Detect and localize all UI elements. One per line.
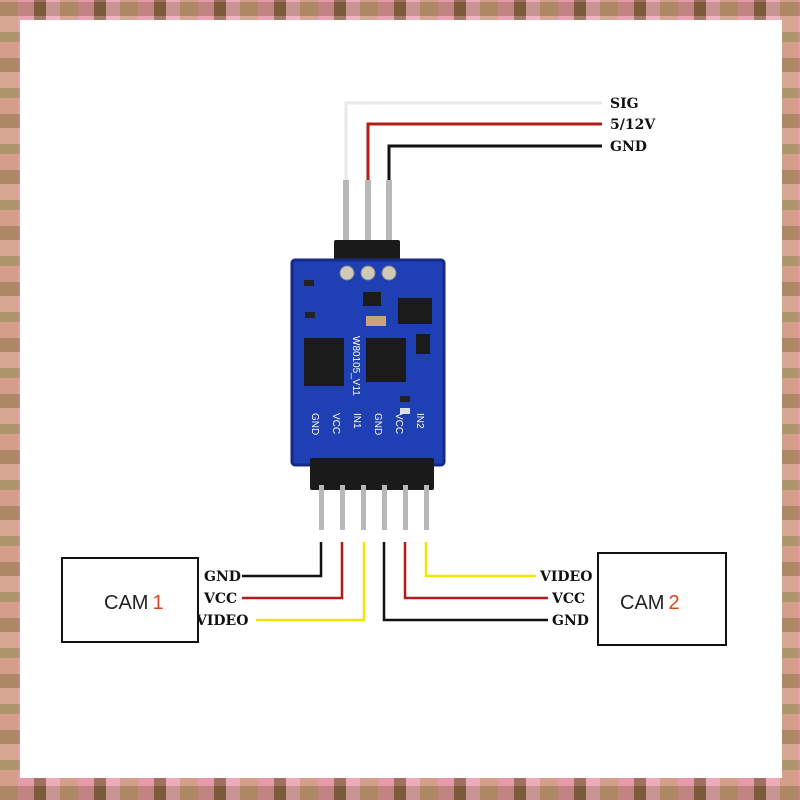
- pin-label-vcc-2: VCC: [393, 413, 404, 434]
- cam2-wires: VIDEO VCC GND: [382, 542, 592, 629]
- sig-label: SIG: [610, 96, 639, 112]
- cam2-video-label: VIDEO: [539, 569, 592, 585]
- pin-label-vcc-1: VCC: [330, 413, 341, 434]
- cam1-video-wire: [256, 542, 366, 622]
- smd-regulator: [398, 298, 432, 324]
- wiring-diagram: SIG 5/12V GND: [61, 96, 727, 646]
- bottom-pin-6: [424, 485, 429, 530]
- bottom-header-block: [310, 458, 434, 490]
- top-gnd-label: GND: [610, 139, 647, 155]
- pin-label-in2: IN2: [414, 413, 425, 429]
- bottom-pin-3: [361, 485, 366, 530]
- cam1-vcc-label: VCC: [203, 591, 237, 607]
- cam1-vcc-wire: [242, 542, 344, 600]
- pin-label-in1: IN1: [351, 413, 362, 429]
- smd-capacitor-2: [416, 334, 430, 354]
- smd-resistor-3: [400, 396, 410, 402]
- module-silk-label: W80105_V11: [350, 336, 361, 396]
- top-pin-1: [343, 180, 349, 250]
- smd-resistor-4: [400, 408, 410, 414]
- solder-pad-1: [339, 265, 355, 281]
- cam2-vcc-wire: [403, 542, 548, 600]
- cam2-gnd-wire: [382, 542, 548, 622]
- power-wire: [366, 122, 602, 180]
- cam2-video-wire: [424, 542, 536, 578]
- sig-wire: [344, 101, 602, 180]
- cam2-number: 2: [668, 592, 679, 614]
- power-label: 5/12V: [610, 117, 656, 133]
- smd-capacitor-1: [366, 316, 386, 326]
- cam2-vcc-label: VCC: [551, 591, 585, 607]
- top-gnd-wire: [387, 144, 602, 180]
- cam1-number: 1: [152, 592, 163, 614]
- pin-label-gnd-2: GND: [372, 413, 383, 435]
- solder-pad-2: [360, 265, 376, 281]
- cam1-gnd-wire: [242, 542, 323, 578]
- bottom-pin-5: [403, 485, 408, 530]
- bottom-pin-header: [310, 458, 434, 530]
- cam2-gnd-label: GND: [552, 613, 589, 629]
- pin-label-gnd-1: GND: [309, 413, 320, 435]
- smd-transistor: [363, 292, 381, 306]
- bottom-pin-2: [340, 485, 345, 530]
- top-pin-3: [386, 180, 392, 250]
- smd-resistor-2: [305, 312, 315, 318]
- cam2-name: CAM: [620, 592, 664, 614]
- cam1-video-label: VIDEO: [195, 613, 248, 629]
- top-pin-2: [365, 180, 371, 250]
- top-pin-header: [334, 180, 400, 266]
- controller-chip: [366, 338, 406, 382]
- cam1-name: CAM: [104, 592, 148, 614]
- smd-resistor-1: [304, 280, 314, 286]
- diagram-canvas: SIG 5/12V GND: [20, 20, 782, 778]
- solder-pad-3: [381, 265, 397, 281]
- mosfet-chip: [304, 338, 344, 386]
- top-wires: SIG 5/12V GND: [344, 96, 656, 180]
- bottom-pin-1: [319, 485, 324, 530]
- cam1-wires: GND VCC VIDEO: [195, 542, 366, 629]
- bottom-pin-4: [382, 485, 387, 530]
- cam1-gnd-label: GND: [204, 569, 241, 585]
- pcb-module: W80105_V11 GND VCC IN1 GND VCC IN2: [290, 258, 446, 467]
